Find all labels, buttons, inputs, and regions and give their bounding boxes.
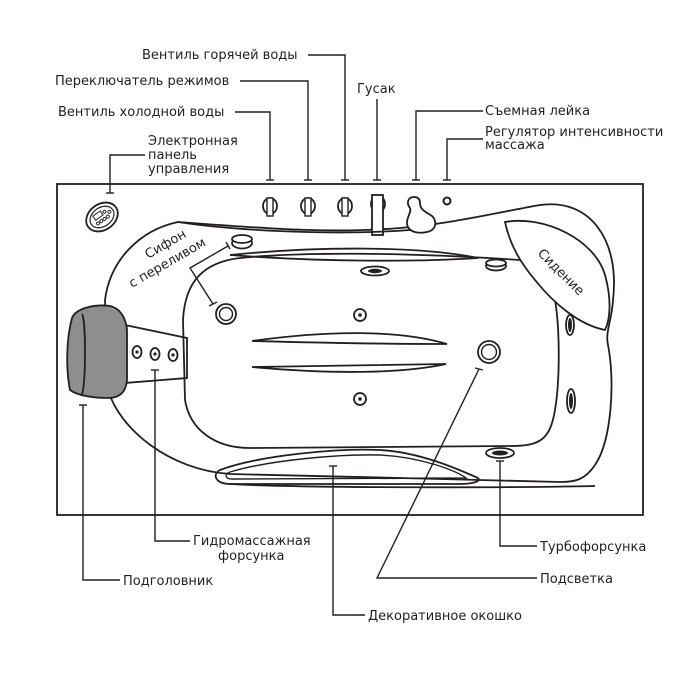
electronic-control-panel xyxy=(85,201,119,233)
seat xyxy=(503,220,611,332)
bottom-lens-lower xyxy=(251,363,447,373)
decorative-window-inner xyxy=(225,454,469,480)
hydro-jet-3 xyxy=(167,348,179,362)
label-control-panel-3: управления xyxy=(148,162,229,177)
leader-headrest xyxy=(82,405,120,581)
spout xyxy=(370,194,386,236)
leader-hot-valve xyxy=(308,54,346,180)
hydro-jets xyxy=(131,345,179,362)
label-hand-shower: Съемная лейка xyxy=(485,104,590,119)
label-control-panel-1: Электронная xyxy=(148,134,238,149)
back-turbo-jet xyxy=(360,265,390,277)
leader-siphon xyxy=(189,245,229,305)
side-jet-upper xyxy=(565,314,575,336)
label-hydro-jet-2: форсунка xyxy=(218,549,284,564)
leader-lines xyxy=(79,54,537,616)
side-jet-upper-core xyxy=(568,318,572,332)
back-ledge xyxy=(177,221,411,234)
label-decorative-window: Декоративное окошко xyxy=(368,609,522,624)
bottom-jet-lower xyxy=(353,392,367,406)
leader-mode-switch xyxy=(240,80,309,180)
front-turbo-jet-core xyxy=(492,450,508,456)
cold-valve xyxy=(262,197,278,217)
label-lighting: Подсветка xyxy=(540,572,613,587)
headrest-platform xyxy=(124,324,188,384)
label-massage-regulator-2: массажа xyxy=(485,138,545,153)
light-left xyxy=(215,303,237,325)
hydro-jet-3-core xyxy=(171,353,175,357)
label-hot-valve: Вентиль горячей воды xyxy=(142,48,298,63)
hydro-jet-1 xyxy=(131,345,143,359)
bottom-jet-upper xyxy=(353,308,367,322)
label-hydro-jet-1: Гидромассажная xyxy=(193,534,311,549)
tub-outer-frame xyxy=(56,183,644,516)
decorative-window xyxy=(214,448,480,485)
leader-control-panel xyxy=(109,154,145,193)
label-headrest: Подголовник xyxy=(123,574,213,589)
hydro-jet-1-core xyxy=(135,350,139,354)
front-edge xyxy=(229,483,596,489)
headrest xyxy=(66,304,128,399)
leader-decorative-window xyxy=(332,466,365,616)
side-jet-lower-core xyxy=(569,393,573,409)
back-lens-slot xyxy=(229,247,479,262)
tub-inner-basin xyxy=(182,252,560,449)
hand-shower xyxy=(406,196,437,234)
headrest-seam xyxy=(81,313,86,395)
light-right xyxy=(477,340,501,364)
side-jet-lower xyxy=(566,388,576,414)
massage-regulator xyxy=(442,196,452,206)
label-massage-regulator-1: Регулятор интенсивности xyxy=(485,125,663,140)
mode-switch xyxy=(300,197,316,217)
leader-hydro-jet xyxy=(154,370,190,542)
label-spout: Гусак xyxy=(357,82,396,97)
hydro-jet-2 xyxy=(149,347,161,361)
front-turbo-jet xyxy=(485,447,515,459)
bottom-lens-upper xyxy=(251,332,448,345)
label-turbo-jet: Турбофорсунка xyxy=(539,540,646,555)
leader-massage-regulator xyxy=(446,138,483,180)
back-cap-right xyxy=(485,258,507,272)
leader-turbo-jet xyxy=(499,461,537,547)
leader-lighting xyxy=(375,368,537,579)
hydro-jet-2-core xyxy=(153,352,157,356)
leader-cold-valve xyxy=(235,111,271,180)
label-cold-valve: Вентиль холодной воды xyxy=(58,105,224,120)
label-mode-switch: Переключатель режимов xyxy=(55,74,229,89)
leader-hand-shower xyxy=(415,110,483,180)
label-control-panel-2: панель xyxy=(148,148,197,163)
siphon-overflow xyxy=(231,234,253,250)
hot-valve xyxy=(337,197,353,217)
back-turbo-jet-core xyxy=(368,268,382,274)
